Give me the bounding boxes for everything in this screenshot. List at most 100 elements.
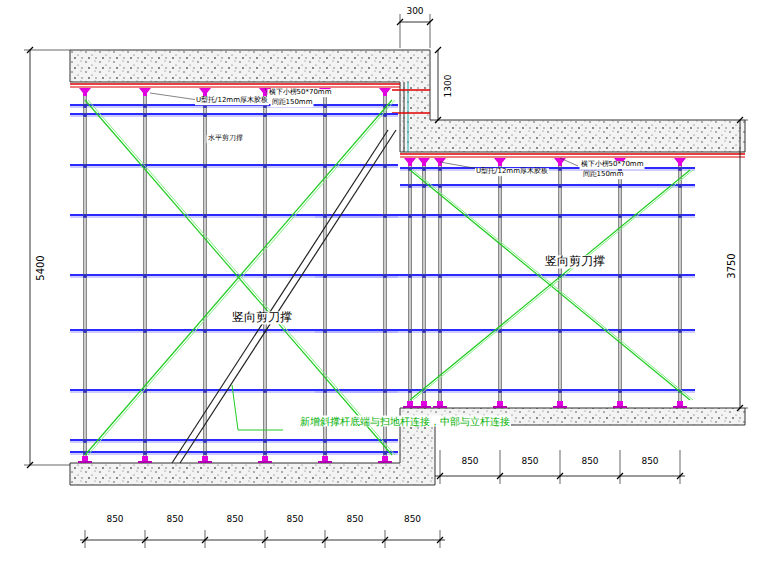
- u-head: [418, 158, 430, 166]
- coupler: [203, 329, 207, 333]
- coupler: [618, 389, 622, 393]
- ledger-tube: [70, 167, 398, 168]
- dimension-tick: [427, 19, 433, 25]
- base-plate: [258, 461, 272, 463]
- dimension-tick: [322, 537, 328, 543]
- coupler: [618, 329, 622, 333]
- coupler: [438, 167, 442, 171]
- coupler: [678, 214, 682, 218]
- dimension-line: [438, 50, 439, 120]
- coupler: [383, 389, 387, 393]
- coupler: [263, 274, 267, 278]
- dimension-tick: [27, 462, 33, 468]
- coupler: [143, 274, 147, 278]
- coupler: [558, 214, 562, 218]
- dimension-text: 850: [520, 457, 539, 467]
- base-jack: [617, 401, 623, 406]
- extension-line: [440, 450, 441, 484]
- ledger-tube: [70, 451, 398, 453]
- coupler: [263, 439, 267, 443]
- base-plate: [378, 461, 392, 463]
- callout-text: 横下小楞50*70mm: [580, 161, 645, 169]
- coupler: [323, 439, 327, 443]
- leader-line: [232, 385, 238, 430]
- base-jack: [407, 401, 413, 406]
- ledger-tube: [70, 439, 398, 441]
- wall-formwork: [408, 82, 409, 152]
- standard-post: [621, 162, 622, 403]
- coupler: [408, 329, 412, 333]
- cross-brace: [410, 170, 690, 400]
- leader-line: [560, 158, 578, 166]
- coupler: [263, 214, 267, 218]
- base-plate: [417, 406, 431, 408]
- ledger-tube: [400, 187, 695, 188]
- coupler: [143, 329, 147, 333]
- coupler: [323, 451, 327, 455]
- coupler: [83, 439, 87, 443]
- standard-post: [441, 162, 442, 403]
- base-jack: [497, 401, 503, 406]
- dimension-line: [740, 120, 741, 408]
- ledger-tube: [315, 217, 695, 218]
- extension-line: [620, 450, 621, 484]
- base-jack: [382, 456, 388, 461]
- formwork-board: [400, 153, 745, 155]
- callout-text: U型托/12mm厚木胶板: [475, 168, 549, 176]
- dimension-tick: [677, 473, 683, 479]
- coupler: [83, 329, 87, 333]
- coupler: [408, 184, 412, 188]
- base-jack: [557, 401, 563, 406]
- base-plate: [613, 406, 627, 408]
- coupler: [143, 113, 147, 117]
- standard-post: [558, 162, 559, 403]
- dimension-tick: [382, 537, 388, 543]
- coupler: [263, 389, 267, 393]
- coupler: [263, 451, 267, 455]
- coupler: [438, 274, 442, 278]
- coupler: [558, 167, 562, 171]
- dimension-text: 850: [460, 457, 479, 467]
- ledger-tube: [70, 107, 398, 108]
- ledger-tube: [70, 454, 398, 455]
- dimension-line: [80, 540, 445, 541]
- coupler: [438, 184, 442, 188]
- coupler: [323, 274, 327, 278]
- extension-line: [560, 450, 561, 484]
- standard-post: [425, 162, 426, 403]
- u-head: [379, 88, 391, 96]
- u-head: [554, 158, 566, 166]
- coupler: [422, 329, 426, 333]
- coupler: [143, 214, 147, 218]
- base-jack: [322, 456, 328, 461]
- dimension-tick: [617, 473, 623, 479]
- coupler: [408, 389, 412, 393]
- callout-text: 间距150mm: [271, 99, 314, 107]
- cross-brace: [85, 100, 392, 455]
- dimension-text: 1300: [444, 74, 454, 99]
- coupler: [83, 274, 87, 278]
- note-text: 新增斜撑杆底端与扫地杆连接，中部与立杆连接: [299, 416, 511, 427]
- coupler: [438, 214, 442, 218]
- coupler: [383, 329, 387, 333]
- dimension-text: 850: [165, 515, 184, 525]
- base-plate: [673, 406, 687, 408]
- coupler: [323, 214, 327, 218]
- coupler: [323, 113, 327, 117]
- standard-post: [411, 162, 412, 403]
- coupler: [678, 329, 682, 333]
- ledger-tube: [315, 389, 695, 391]
- base-plate: [138, 461, 152, 463]
- standard-post: [422, 162, 423, 403]
- standard-post: [501, 162, 502, 403]
- base-plate: [78, 461, 92, 463]
- concrete-slab: [70, 50, 745, 152]
- coupler: [678, 184, 682, 188]
- coupler: [203, 113, 207, 117]
- ledger-tube: [70, 116, 398, 117]
- ledger-tube: [315, 332, 695, 333]
- coupler: [263, 164, 267, 168]
- standard-post: [561, 162, 562, 403]
- ledger-tube: [315, 392, 695, 393]
- standard-post: [408, 162, 409, 403]
